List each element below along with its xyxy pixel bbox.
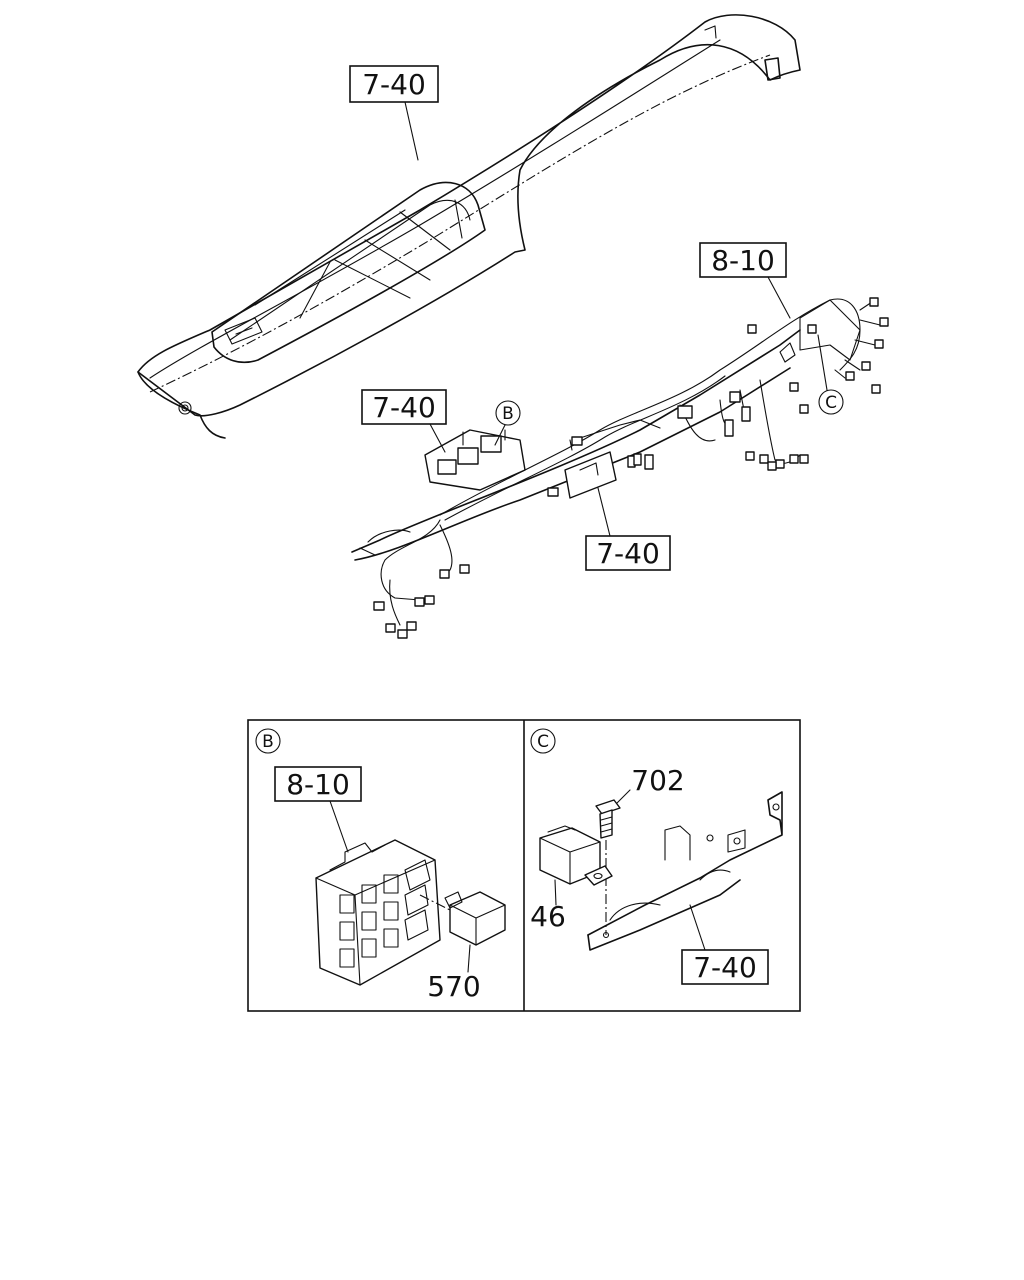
instrument-harness-assembly (351, 297, 889, 639)
callout-label: 8-10 (711, 244, 775, 277)
part-number-702: 702 (631, 764, 684, 797)
relay-46 (539, 825, 613, 886)
callout-label: 7-40 (362, 68, 426, 101)
part-number-46: 46 (530, 900, 566, 933)
marker-c-main: C (817, 334, 844, 415)
dashboard-panel (137, 14, 801, 439)
callout-8-10-main: 8-10 (699, 242, 791, 319)
detail-c-panel: C 702 46 (530, 728, 783, 985)
callout-label: 7-40 (372, 391, 436, 424)
detail-frame (247, 719, 801, 1012)
bolt-702 (595, 799, 621, 839)
relay-570 (444, 891, 506, 946)
relay-block (315, 839, 441, 986)
mounting-bracket (587, 791, 783, 951)
callout-8-10-detail-b: 8-10 (286, 768, 350, 801)
marker-label: C (825, 393, 837, 413)
marker-label: B (502, 404, 514, 424)
callout-7-40-relay: 7-40 (361, 389, 447, 453)
callout-7-40-detail-c: 7-40 (693, 951, 757, 984)
marker-b-main: B (494, 400, 521, 446)
callout-7-40-harness: 7-40 (585, 487, 671, 571)
callout-7-40-top: 7-40 (349, 65, 439, 161)
detail-c-marker: C (537, 732, 549, 752)
detail-b-panel: B 8-10 570 (255, 728, 506, 1003)
callout-label: 7-40 (596, 537, 660, 570)
detail-b-marker: B (262, 732, 274, 752)
part-number-570: 570 (427, 970, 480, 1003)
